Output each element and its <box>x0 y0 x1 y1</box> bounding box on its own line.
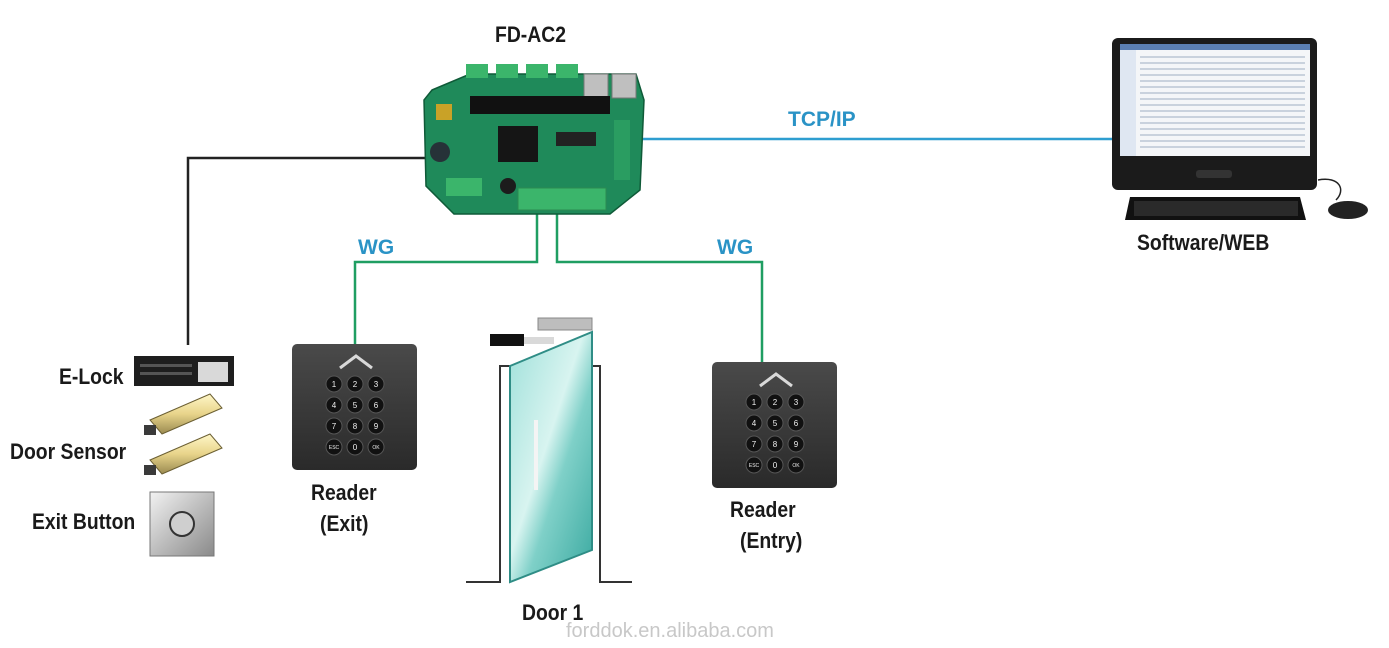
watermark: forddok.en.alibaba.com <box>566 620 774 642</box>
svg-text:5: 5 <box>773 419 778 428</box>
svg-text:3: 3 <box>374 380 379 389</box>
reader-exit-key-esc: ESC <box>325 438 343 456</box>
elock-label: E-Lock <box>59 364 124 389</box>
svg-text:5: 5 <box>353 401 358 410</box>
reader-exit-key-6: 6 <box>367 396 385 414</box>
elock-device <box>134 356 234 386</box>
reader-entry-key-8: 8 <box>766 435 784 453</box>
svg-text:2: 2 <box>353 380 358 389</box>
svg-text:0: 0 <box>773 461 778 470</box>
reader-exit-key-5: 5 <box>346 396 364 414</box>
reader-exit-key-7: 7 <box>325 417 343 435</box>
door-sensor-device <box>144 393 223 475</box>
controller-label: FD-AC2 <box>495 22 566 47</box>
tcpip-label: TCP/IP <box>788 108 856 131</box>
door-label: Door 1 <box>522 600 584 625</box>
svg-text:1: 1 <box>752 398 757 407</box>
reader-entry-key-esc: ESC <box>745 456 763 474</box>
door-sensor-label: Door Sensor <box>10 439 127 464</box>
reader-exit-key-2: 2 <box>346 375 364 393</box>
svg-text:7: 7 <box>752 440 757 449</box>
door-panel <box>509 330 593 584</box>
reader-exit-key-0: 0 <box>346 438 364 456</box>
svg-text:OK: OK <box>372 445 380 451</box>
svg-text:0: 0 <box>353 443 358 452</box>
svg-text:OK: OK <box>792 463 800 469</box>
svg-text:ESC: ESC <box>749 463 760 469</box>
wg-label-right: WG <box>717 236 754 259</box>
reader-entry-title: Reader <box>730 497 796 522</box>
svg-text:4: 4 <box>332 401 337 410</box>
reader-exit-key-1: 1 <box>325 375 343 393</box>
svg-text:6: 6 <box>374 401 379 410</box>
reader-exit-title: Reader <box>311 480 377 505</box>
svg-text:7: 7 <box>332 422 337 431</box>
door-closer <box>490 317 593 346</box>
keyboard <box>1125 197 1306 220</box>
reader-exit-key-3: 3 <box>367 375 385 393</box>
reader-exit-key-8: 8 <box>346 417 364 435</box>
svg-text:ESC: ESC <box>329 445 340 451</box>
svg-text:4: 4 <box>752 419 757 428</box>
reader-entry-key-ok: OK <box>787 456 805 474</box>
computer-monitor <box>1112 38 1317 190</box>
svg-text:9: 9 <box>374 422 379 431</box>
svg-text:8: 8 <box>773 440 778 449</box>
reader-entry-key-4: 4 <box>745 414 763 432</box>
svg-text:9: 9 <box>794 440 799 449</box>
controller-board <box>423 64 645 215</box>
svg-text:6: 6 <box>794 419 799 428</box>
wg-lines <box>353 210 764 362</box>
svg-text:1: 1 <box>332 380 337 389</box>
exit-button-device <box>149 491 215 557</box>
reader-entry-key-3: 3 <box>787 393 805 411</box>
mouse <box>1317 178 1368 219</box>
svg-text:3: 3 <box>794 398 799 407</box>
reader-entry-key-7: 7 <box>745 435 763 453</box>
reader-entry-sub: (Entry) <box>740 528 803 553</box>
svg-text:2: 2 <box>773 398 778 407</box>
reader-entry-key-1: 1 <box>745 393 763 411</box>
svg-text:8: 8 <box>353 422 358 431</box>
reader-entry-key-2: 2 <box>766 393 784 411</box>
reader-entry-key-6: 6 <box>787 414 805 432</box>
reader-exit-key-4: 4 <box>325 396 343 414</box>
exit-button-label: Exit Button <box>32 509 136 534</box>
wg-label-left: WG <box>358 236 395 259</box>
computer-label: Software/WEB <box>1137 230 1270 255</box>
reader-entry-key-9: 9 <box>787 435 805 453</box>
reader-exit-key-9: 9 <box>367 417 385 435</box>
reader-entry-key-0: 0 <box>766 456 784 474</box>
wire-peripherals <box>186 156 430 345</box>
reader-exit-sub: (Exit) <box>320 511 369 536</box>
reader-exit-key-ok: OK <box>367 438 385 456</box>
reader-entry-key-5: 5 <box>766 414 784 432</box>
